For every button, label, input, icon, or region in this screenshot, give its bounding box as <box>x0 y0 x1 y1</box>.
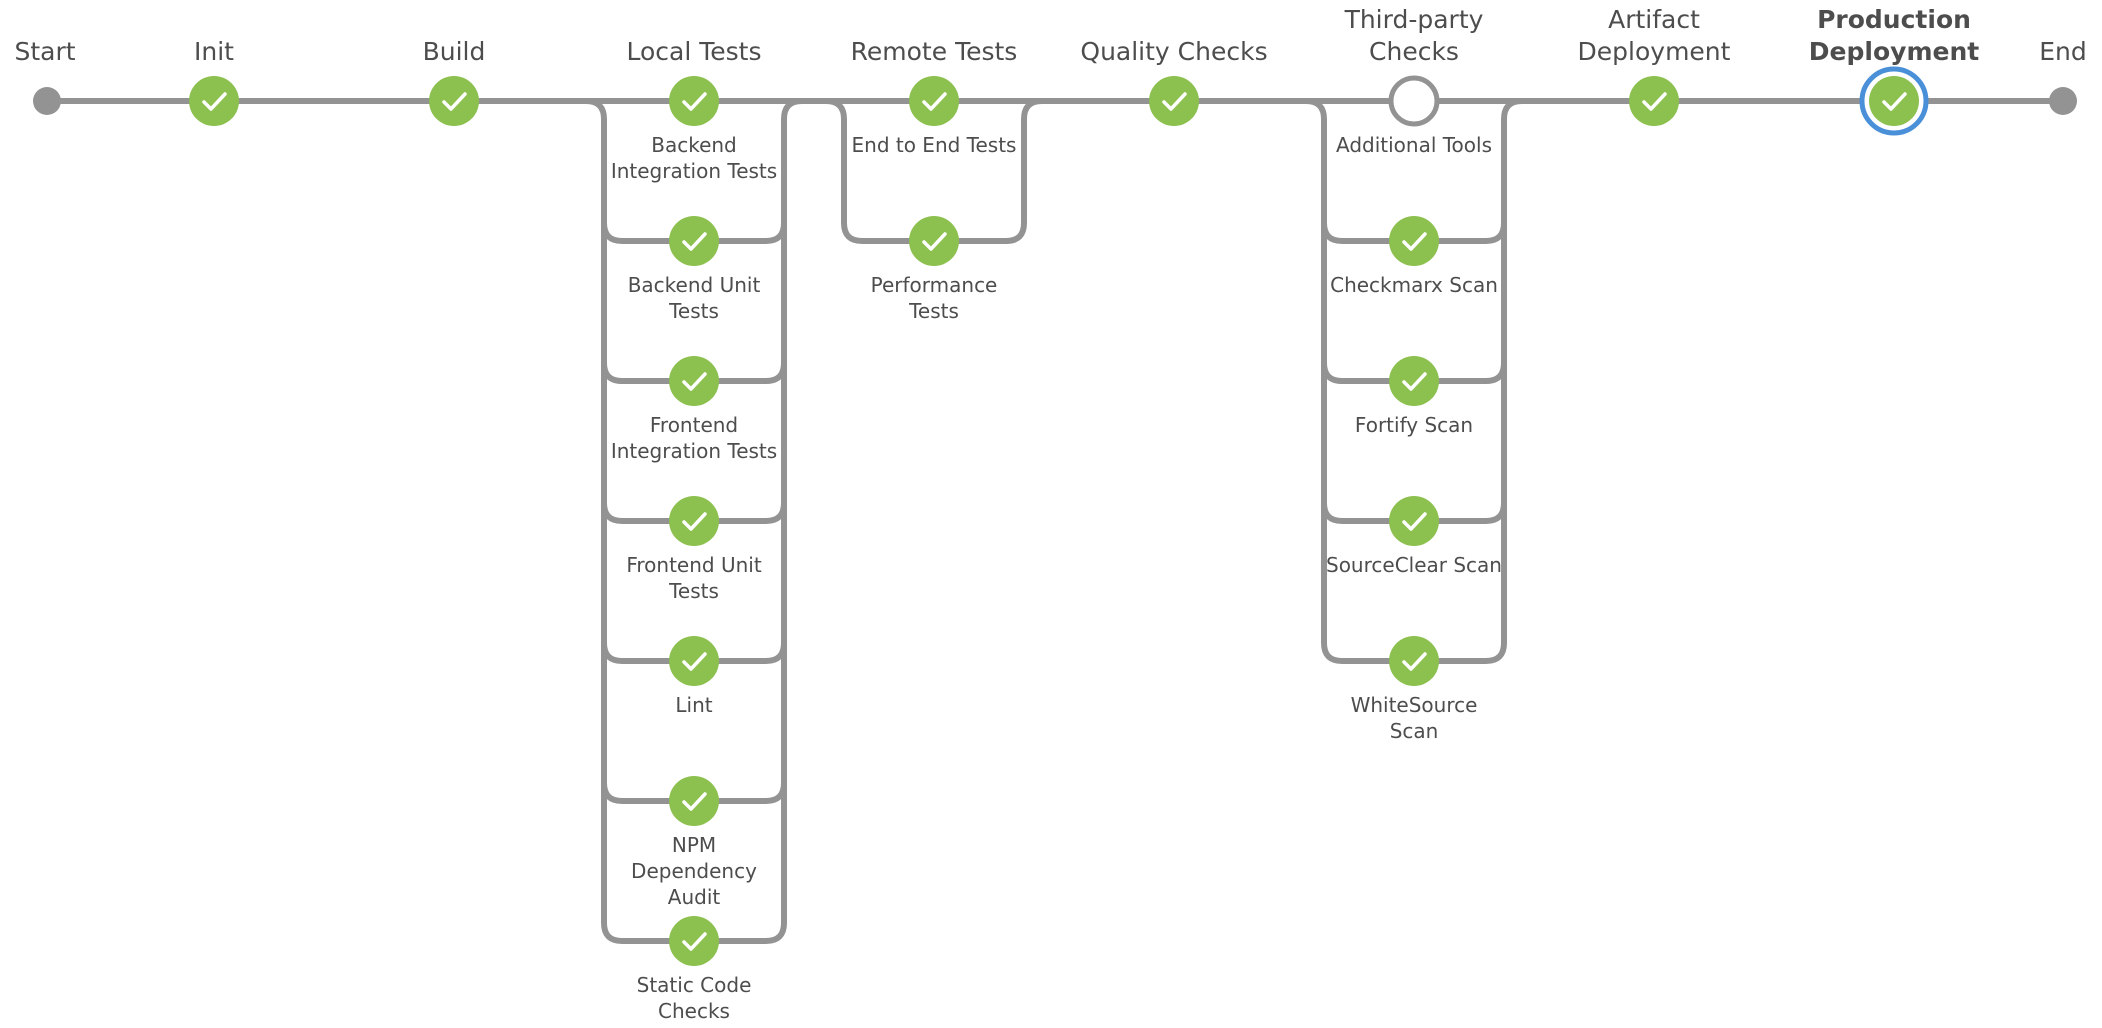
branch-label-lint: Lint <box>675 693 713 717</box>
branch-connector-third-party-checks-right <box>1501 98 1523 643</box>
stage-label-third-party-checks: Third-party Checks <box>1344 5 1484 66</box>
checkmark-icon <box>1402 232 1427 251</box>
checkmark-icon <box>682 792 707 811</box>
branch-label-fortify-scan: Fortify Scan <box>1354 413 1474 437</box>
branch-label-checkmarx-scan: Checkmarx Scan <box>1330 273 1498 297</box>
branch-connector-third-party-checks-left <box>1305 98 1327 643</box>
stage-node-init[interactable] <box>189 76 239 126</box>
checkmark-icon <box>1402 652 1427 671</box>
branch-node-performance-tests[interactable] <box>909 216 959 266</box>
stage-label-remote-tests: Remote Tests <box>850 37 1018 66</box>
stage-node-build[interactable] <box>429 76 479 126</box>
branch-node-lint[interactable] <box>669 636 719 686</box>
stage-node-production-deployment[interactable] <box>1859 66 1929 136</box>
checkmark-icon <box>682 652 707 671</box>
branch-node-additional-tools[interactable] <box>1388 75 1440 127</box>
end-label: End <box>2039 37 2087 66</box>
checkmark-icon <box>1882 92 1907 111</box>
branch-node-fortify-scan[interactable] <box>1389 356 1439 406</box>
branch-label-backend-integration-tests: Backend Integration Tests <box>610 133 778 183</box>
branch-node-frontend-integration-tests[interactable] <box>669 356 719 406</box>
stage-label-init: Init <box>194 37 234 66</box>
branch-label-additional-tools: Additional Tools <box>1335 133 1493 157</box>
branch-label-performance-tests: Performance Tests <box>870 273 998 323</box>
checkmark-icon <box>202 92 227 111</box>
checkmark-icon <box>1162 92 1187 111</box>
end-node <box>2049 87 2077 115</box>
checkmark-icon <box>682 932 707 951</box>
stage-label-quality-checks: Quality Checks <box>1080 37 1268 66</box>
checkmark-icon <box>1402 512 1427 531</box>
checkmark-icon <box>1402 372 1427 391</box>
checkmark-icon <box>682 92 707 111</box>
branch-node-backend-unit-tests[interactable] <box>669 216 719 266</box>
checkmark-icon <box>682 512 707 531</box>
checkmark-icon <box>682 372 707 391</box>
start-label: Start <box>14 37 76 66</box>
checkmark-icon <box>922 92 947 111</box>
branch-label-sourceclear-scan: SourceClear Scan <box>1326 553 1502 577</box>
branch-node-whitesource-scan[interactable] <box>1389 636 1439 686</box>
checkmark-icon <box>682 232 707 251</box>
branch-label-static-code-checks: Static Code Checks <box>636 973 752 1023</box>
branch-node-end-to-end-tests[interactable] <box>909 76 959 126</box>
checkmark-icon <box>1642 92 1667 111</box>
checkmark-icon <box>442 92 467 111</box>
stage-node-artifact-deployment[interactable] <box>1629 76 1679 126</box>
branch-node-backend-integration-tests[interactable] <box>669 76 719 126</box>
branch-node-frontend-unit-tests[interactable] <box>669 496 719 546</box>
stage-label-local-tests: Local Tests <box>626 37 762 66</box>
checkmark-icon <box>922 232 947 251</box>
branch-connector-remote-tests-left <box>825 98 847 223</box>
branch-label-npm-dependency-audit: NPM Dependency Audit <box>631 833 757 909</box>
branch-label-whitesource-scan: WhiteSource Scan <box>1350 693 1478 743</box>
branch-node-sourceclear-scan[interactable] <box>1389 496 1439 546</box>
stage-label-artifact-deployment: Artifact Deployment <box>1577 5 1731 66</box>
stage-label-production-deployment: Production Deployment <box>1808 5 1980 66</box>
branch-node-checkmarx-scan[interactable] <box>1389 216 1439 266</box>
stage-node-quality-checks[interactable] <box>1149 76 1199 126</box>
branch-node-static-code-checks[interactable] <box>669 916 719 966</box>
start-node <box>33 87 61 115</box>
branch-label-frontend-unit-tests: Frontend Unit Tests <box>626 553 762 603</box>
branch-node-npm-dependency-audit[interactable] <box>669 776 719 826</box>
branch-connector-local-tests-right <box>781 98 803 923</box>
branch-label-frontend-integration-tests: Frontend Integration Tests <box>610 413 778 463</box>
branch-connector-remote-tests-right <box>1021 98 1043 223</box>
branch-label-end-to-end-tests: End to End Tests <box>851 133 1017 157</box>
stage-label-build: Build <box>422 37 486 66</box>
branch-label-backend-unit-tests: Backend Unit Tests <box>627 273 761 323</box>
branch-connector-local-tests-left <box>585 98 607 923</box>
